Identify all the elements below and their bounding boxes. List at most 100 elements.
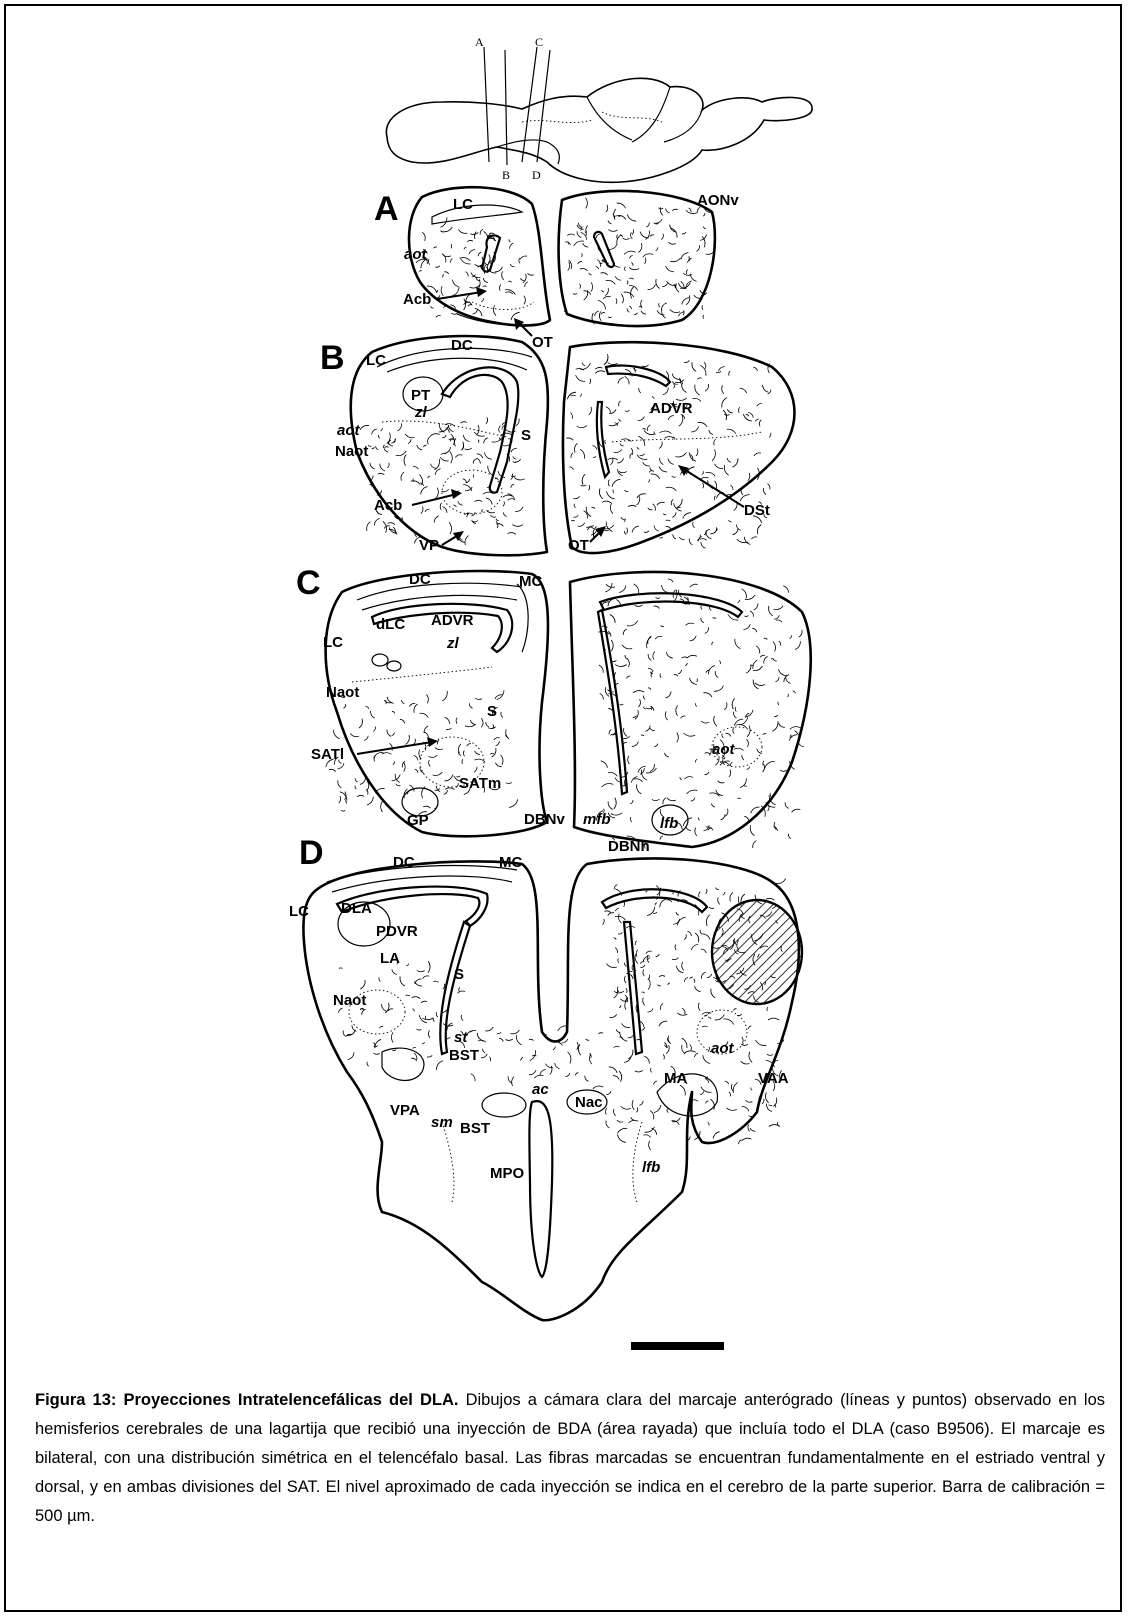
fibre-stroke bbox=[622, 736, 630, 738]
fibre-stroke bbox=[529, 1070, 536, 1075]
fibre-stroke bbox=[508, 533, 516, 535]
fibre-stroke bbox=[684, 733, 696, 736]
panel-d-label-ma: MA bbox=[664, 1070, 687, 1087]
fibre-stroke bbox=[565, 242, 570, 245]
fibre-stroke bbox=[665, 753, 669, 757]
fibre-stroke bbox=[701, 934, 711, 940]
fibre-stroke bbox=[681, 716, 686, 718]
fibre-stroke bbox=[683, 513, 691, 519]
fibre-stroke bbox=[568, 262, 570, 271]
fibre-stroke bbox=[626, 988, 627, 993]
fibre-stroke bbox=[703, 483, 704, 488]
fibre-stroke bbox=[647, 425, 650, 431]
fibre-stroke bbox=[616, 1029, 620, 1032]
fibre-stroke bbox=[653, 651, 655, 659]
fibre-stroke bbox=[773, 642, 776, 652]
fibre-stroke bbox=[606, 584, 615, 587]
fibre-stroke bbox=[666, 652, 673, 658]
fibre-stroke bbox=[360, 425, 369, 429]
fibre-stroke bbox=[582, 474, 585, 485]
fibre-stroke bbox=[606, 280, 616, 284]
fibre-stroke bbox=[753, 660, 757, 669]
fibre-stroke bbox=[601, 273, 608, 275]
fibre-stroke bbox=[483, 1049, 485, 1053]
fibre-stroke bbox=[660, 1003, 663, 1010]
fibre-stroke bbox=[624, 963, 627, 967]
panel-b-label-zl: zl bbox=[414, 404, 428, 421]
fibre-stroke bbox=[788, 694, 789, 697]
fibre-stroke bbox=[714, 439, 716, 445]
fibre-stroke bbox=[708, 1122, 709, 1125]
fibre-stroke bbox=[510, 243, 514, 249]
fibre-stroke bbox=[350, 734, 359, 737]
fibre-stroke bbox=[445, 788, 455, 790]
fibre-stroke bbox=[730, 892, 733, 901]
fibre-stroke bbox=[799, 744, 804, 747]
fibre-stroke bbox=[694, 979, 695, 983]
fibre-stroke bbox=[610, 615, 615, 623]
fibre-stroke bbox=[499, 1038, 503, 1041]
fibre-stroke bbox=[697, 679, 698, 682]
fibre-stroke bbox=[730, 485, 733, 490]
fibre-stroke bbox=[481, 1054, 487, 1058]
fibre-stroke bbox=[409, 703, 415, 706]
fibre-stroke bbox=[650, 764, 655, 771]
fibre-stroke bbox=[466, 272, 469, 277]
fibre-stroke bbox=[712, 449, 715, 461]
fibre-stroke bbox=[700, 930, 701, 933]
fibre-stroke bbox=[470, 720, 475, 725]
fibre-stroke bbox=[461, 1015, 463, 1021]
fibre-stroke bbox=[679, 416, 683, 427]
fibre-stroke bbox=[662, 585, 668, 593]
fibre-stroke bbox=[433, 1018, 434, 1022]
fibre-stroke bbox=[421, 487, 428, 495]
fibre-stroke bbox=[692, 362, 696, 371]
fibre-stroke bbox=[458, 752, 461, 756]
fibre-stroke bbox=[398, 423, 402, 431]
fibre-stroke bbox=[733, 1083, 737, 1093]
fibre-stroke bbox=[672, 476, 676, 477]
fibre-stroke bbox=[676, 966, 683, 973]
fibre-stroke bbox=[412, 997, 421, 999]
fibre-stroke bbox=[477, 454, 483, 458]
fibre-stroke bbox=[614, 885, 617, 890]
fibre-stroke bbox=[417, 445, 423, 450]
fibre-stroke bbox=[512, 1077, 514, 1086]
fibre-stroke bbox=[718, 898, 720, 905]
fibre-stroke bbox=[401, 472, 404, 480]
fibre-stroke bbox=[574, 443, 577, 452]
fibre-stroke bbox=[380, 464, 385, 471]
fibre-stroke bbox=[733, 727, 734, 733]
fibre-stroke bbox=[618, 1135, 627, 1143]
fibre-stroke bbox=[494, 738, 500, 740]
fibre-stroke bbox=[643, 1135, 650, 1138]
fibre-stroke bbox=[510, 264, 514, 267]
fibre-stroke bbox=[521, 1057, 523, 1060]
fibre-stroke bbox=[467, 744, 471, 747]
fibre-stroke bbox=[757, 525, 761, 535]
fibre-stroke bbox=[715, 464, 724, 469]
fibre-stroke bbox=[617, 1120, 623, 1122]
fibre-stroke bbox=[647, 907, 655, 916]
fibre-stroke bbox=[502, 271, 504, 280]
fibre-stroke bbox=[367, 522, 371, 531]
fibre-stroke bbox=[620, 444, 624, 446]
fibre-stroke bbox=[520, 278, 524, 280]
panel-b-label-vp: VP bbox=[419, 537, 439, 554]
fibre-stroke bbox=[643, 970, 644, 977]
fibre-stroke bbox=[573, 293, 577, 294]
fibre-stroke bbox=[640, 965, 645, 968]
fibre-stroke bbox=[680, 777, 682, 780]
fibre-stroke bbox=[505, 292, 513, 294]
fibre-stroke bbox=[384, 447, 388, 448]
fibre-stroke bbox=[663, 514, 666, 515]
fibre-stroke bbox=[619, 471, 627, 472]
panel-a-label-aonv: AONv bbox=[697, 192, 739, 209]
fibre-stroke bbox=[624, 292, 634, 297]
fibre-stroke bbox=[458, 744, 460, 753]
panel-c-label-lc: LC bbox=[323, 634, 343, 651]
fibre-stroke bbox=[414, 739, 416, 744]
fibre-stroke bbox=[707, 974, 712, 978]
fibre-stroke bbox=[643, 696, 645, 700]
fibre-stroke bbox=[669, 242, 676, 244]
